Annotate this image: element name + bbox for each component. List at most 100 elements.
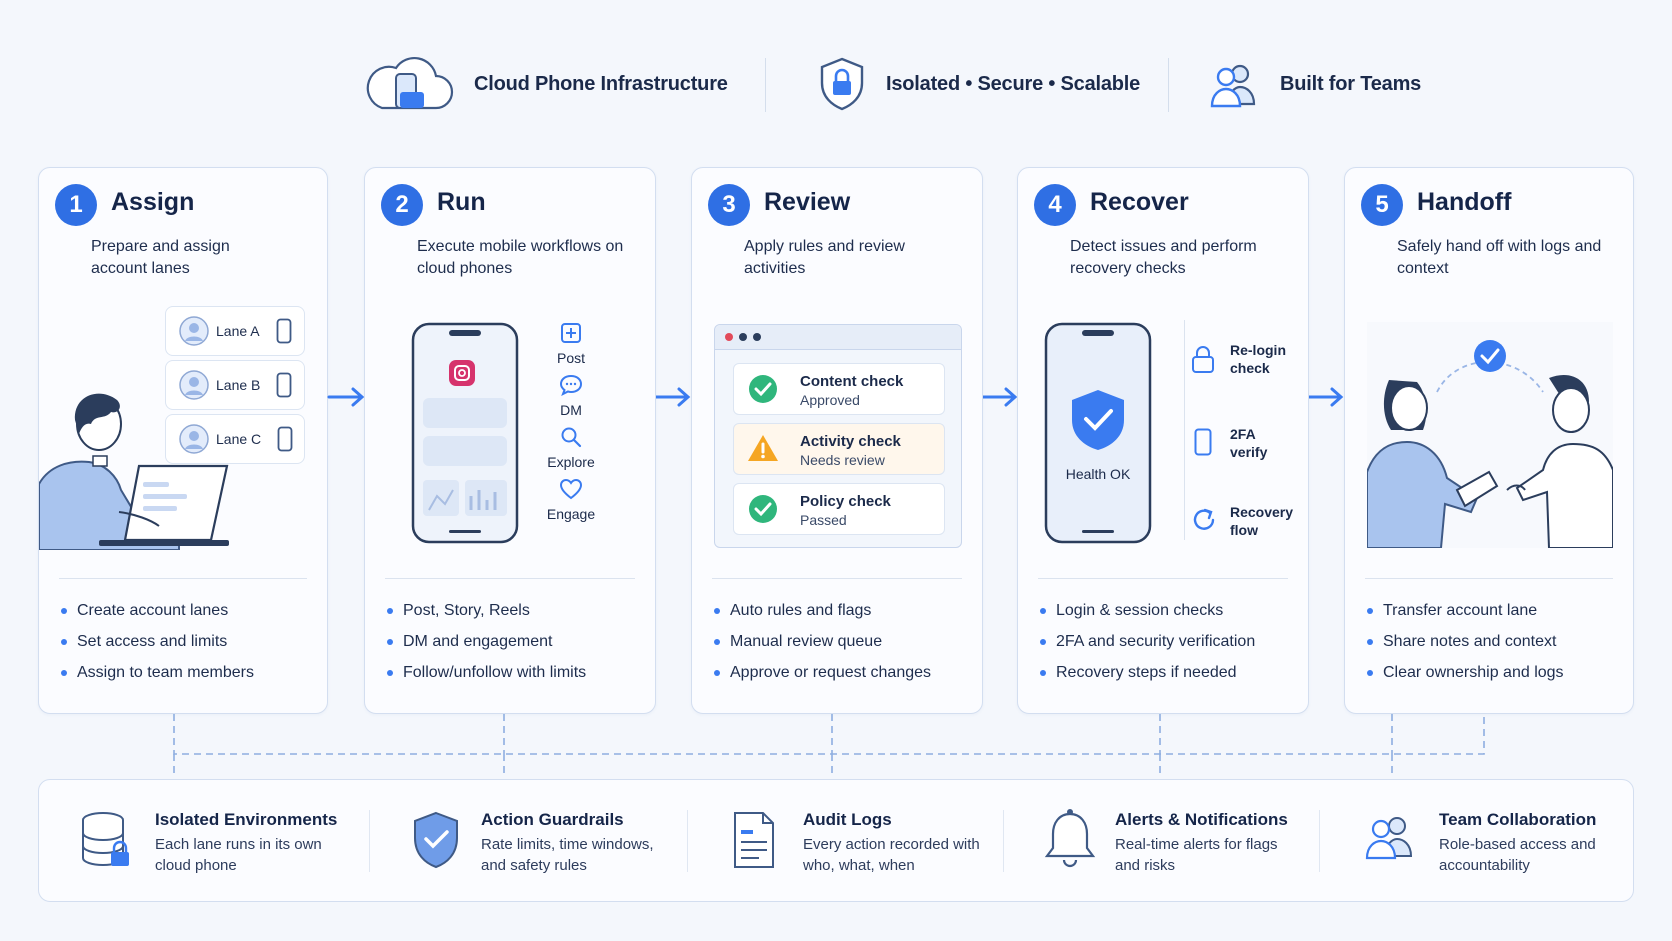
user-avatar-icon — [179, 424, 209, 454]
step-number: 2 — [381, 184, 423, 226]
bullet-item: Clear ownership and logs — [1367, 662, 1564, 693]
person-laptop-illustration — [39, 393, 229, 550]
header-divider — [1168, 58, 1169, 112]
heart-icon — [559, 478, 583, 500]
shield-lock-icon — [820, 57, 864, 111]
action-dm: DM — [541, 374, 601, 419]
feature-isolated: Isolated Environments Each lane runs in … — [39, 780, 369, 901]
feature-audit: Audit Logs Every action recorded with wh… — [687, 780, 1003, 901]
step-description: Safely hand off with logs and context — [1397, 238, 1602, 277]
window-dot-icon — [753, 333, 761, 341]
side-label: Recovery flow — [1230, 504, 1294, 538]
review-item-title: Content check — [800, 373, 904, 390]
feature-description: Each lane runs in its own cloud phone — [155, 836, 322, 874]
check-circle-icon — [749, 375, 777, 403]
user-avatar-icon — [179, 316, 209, 346]
check-circle-icon — [749, 495, 777, 523]
card-divider — [59, 578, 307, 579]
step-title: Handoff — [1417, 188, 1512, 216]
step-card-recover: 4 Recover Detect issues and perform reco… — [1017, 167, 1309, 714]
card-divider — [1038, 578, 1288, 579]
chat-bubble-icon — [559, 374, 583, 397]
step-bullets: Create account lanes Set access and limi… — [61, 600, 254, 693]
header-item-security: Isolated • Secure • Scalable — [818, 52, 1140, 116]
step-description: Apply rules and review activities — [744, 238, 905, 277]
review-item-activity: Activity check Needs review — [733, 423, 945, 475]
phone-icon — [277, 426, 293, 452]
bullet-item: Manual review queue — [714, 631, 931, 662]
review-item-status: Passed — [800, 512, 847, 528]
step-title: Run — [437, 188, 486, 216]
action-explore: Explore — [541, 426, 601, 471]
step-number: 4 — [1034, 184, 1076, 226]
bullet-item: Create account lanes — [61, 600, 254, 631]
bullet-item: DM and engagement — [387, 631, 586, 662]
lane-chip-a: Lane A — [165, 306, 305, 356]
feature-divider — [1319, 810, 1320, 872]
bullet-item: Recovery steps if needed — [1040, 662, 1255, 693]
review-item-content: Content check Approved — [733, 363, 945, 415]
step-number: 5 — [1361, 184, 1403, 226]
window-dot-icon — [739, 333, 747, 341]
feature-description: Role-based access and accountability — [1439, 836, 1596, 874]
header-divider — [765, 58, 766, 112]
feature-title: Isolated Environments — [155, 810, 338, 829]
feature-description: Rate limits, time windows, and safety ru… — [481, 836, 654, 874]
review-item-status: Needs review — [800, 452, 885, 468]
step-description: Execute mobile workflows on cloud phones — [417, 238, 624, 277]
feature-divider — [687, 810, 688, 872]
phone-mockup-illustration — [411, 322, 519, 544]
lane-label: Lane C — [216, 431, 262, 447]
flow-arrow-icon — [980, 387, 1018, 407]
card-divider — [1365, 578, 1613, 579]
header-label: Isolated • Secure • Scalable — [886, 72, 1141, 95]
shield-check-icon — [414, 811, 458, 869]
bullet-item: Share notes and context — [1367, 631, 1564, 662]
feature-description: Every action recorded with who, what, wh… — [803, 836, 980, 874]
lane-chip-b: Lane B — [165, 360, 305, 410]
side-label: Re-login check — [1230, 342, 1286, 376]
bullet-item: Transfer account lane — [1367, 600, 1564, 631]
side-label: 2FA verify — [1230, 426, 1268, 460]
header-label: Built for Teams — [1280, 72, 1422, 95]
action-engage: Engage — [541, 478, 601, 523]
team-icon — [1365, 817, 1413, 860]
feature-title: Team Collaboration — [1439, 810, 1597, 829]
health-status: Health OK — [1065, 466, 1131, 482]
connector-lines — [173, 714, 1485, 778]
header-label: Cloud Phone Infrastructure — [474, 72, 728, 95]
handoff-illustration — [1367, 322, 1613, 548]
side-divider — [1184, 320, 1185, 540]
database-lock-icon — [82, 812, 129, 867]
step-bullets: Login & session checks 2FA and security … — [1040, 600, 1255, 693]
user-avatar-icon — [179, 370, 209, 400]
step-description: Prepare and assign account lanes — [91, 238, 230, 277]
bullet-item: Auto rules and flags — [714, 600, 931, 631]
step-card-review: 3 Review Apply rules and review activiti… — [691, 167, 983, 714]
card-divider — [385, 578, 635, 579]
feature-description: Real-time alerts for flags and risks — [1115, 836, 1278, 874]
step-card-assign: 1 Assign Prepare and assign account lane… — [38, 167, 328, 714]
phone-mockup-illustration — [1044, 322, 1152, 544]
review-item-policy: Policy check Passed — [733, 483, 945, 535]
bullet-item: Approve or request changes — [714, 662, 931, 693]
bullet-item: Assign to team members — [61, 662, 254, 693]
phone-icon — [1194, 428, 1212, 456]
bullet-item: Follow/unfollow with limits — [387, 662, 586, 693]
step-bullets: Auto rules and flags Manual review queue… — [714, 600, 931, 693]
step-title: Review — [764, 188, 851, 216]
step-title: Recover — [1090, 188, 1189, 216]
feature-divider — [369, 810, 370, 872]
feature-guardrails: Action Guardrails Rate limits, time wind… — [369, 780, 687, 901]
review-item-status: Approved — [800, 392, 860, 408]
window-titlebar — [715, 325, 961, 350]
lane-label: Lane B — [216, 377, 261, 393]
window-dot-icon — [725, 333, 733, 341]
step-bullets: Transfer account lane Share notes and co… — [1367, 600, 1564, 693]
team-icon — [1210, 64, 1256, 108]
step-bullets: Post, Story, Reels DM and engagement Fol… — [387, 600, 586, 693]
review-item-title: Activity check — [800, 433, 901, 450]
step-description: Detect issues and perform recovery check… — [1070, 238, 1257, 277]
lane-label: Lane A — [216, 323, 260, 339]
step-number: 1 — [55, 184, 97, 226]
